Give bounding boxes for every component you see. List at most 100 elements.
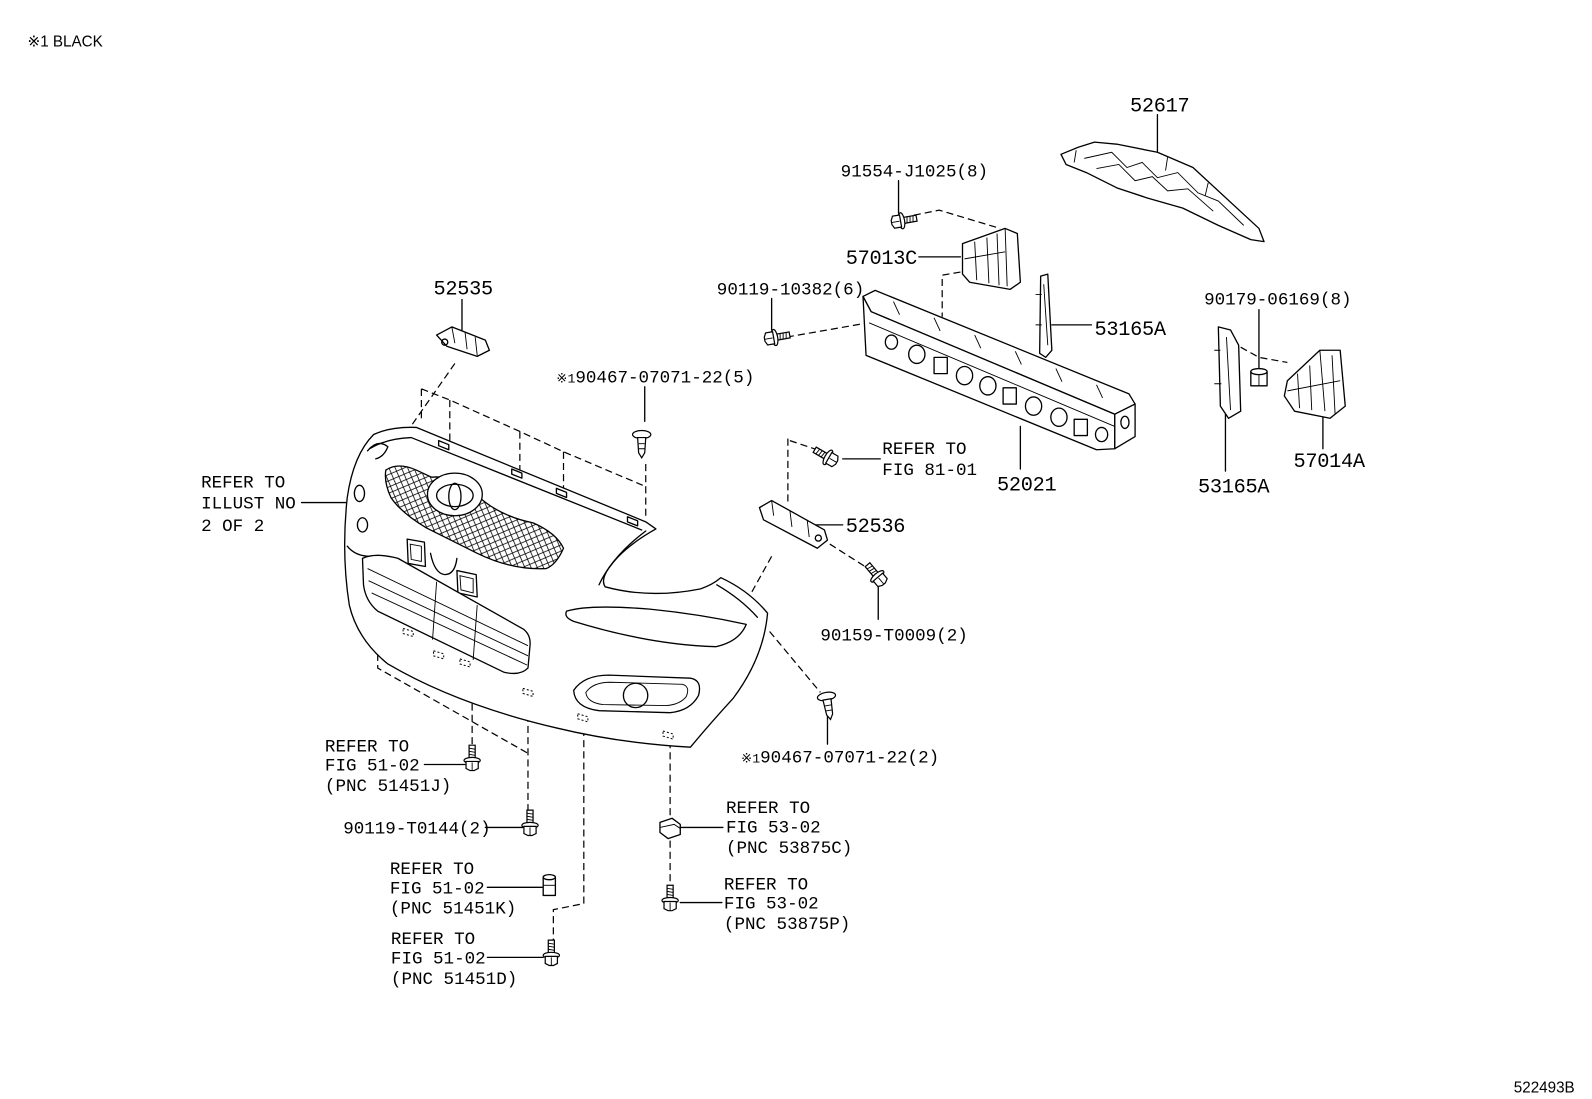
lower-grille-outline bbox=[361, 554, 531, 675]
black-mark: ※1 bbox=[741, 751, 760, 766]
nut-53875c-icon bbox=[659, 817, 681, 840]
callout-52535: 52535 bbox=[434, 278, 493, 301]
reference-pnc-51451d: REFER TO FIG 51-02 (PNC 51451D) bbox=[391, 930, 517, 990]
license-plate-mount bbox=[406, 538, 478, 598]
part-52536-retainer bbox=[758, 499, 829, 549]
reference-line: REFER TO bbox=[201, 473, 285, 493]
reinforcement-holes bbox=[884, 334, 1130, 443]
callout-53165a-lower: 53165A bbox=[1198, 476, 1270, 499]
lower-grille-slats bbox=[367, 568, 529, 666]
callout-91554-j1025: 91554-J1025(8) bbox=[841, 163, 988, 183]
reference-line: (PNC 53875C) bbox=[726, 839, 852, 859]
bolt-51451d-icon bbox=[542, 939, 561, 967]
bracket-body bbox=[961, 227, 1022, 291]
plate-recess bbox=[429, 552, 458, 576]
reference-pnc-51451j: REFER TO FIG 51-02 (PNC 51451J) bbox=[325, 737, 451, 797]
hole bbox=[955, 365, 974, 386]
reference-line: ILLUST NO bbox=[201, 495, 296, 515]
strip-tabs bbox=[1214, 337, 1231, 411]
hole bbox=[979, 375, 997, 396]
reference-line: REFER TO bbox=[724, 875, 808, 895]
retainer-ribs bbox=[1073, 150, 1245, 226]
part-57013c-bracket bbox=[961, 227, 1022, 291]
callout-52021: 52021 bbox=[997, 474, 1057, 497]
reference-line: FIG 51-02 bbox=[391, 949, 486, 969]
callout-90159-t0009: 90159-T0009(2) bbox=[820, 627, 967, 647]
reference-line: FIG 51-02 bbox=[390, 879, 485, 899]
nut-top bbox=[1250, 367, 1268, 376]
bolt-fig-81-01-icon bbox=[810, 442, 842, 471]
fog-lamp-inner bbox=[585, 681, 689, 707]
color-note: ※1 BLACK bbox=[27, 34, 102, 51]
bolt-90159-t0009-icon bbox=[860, 558, 891, 590]
part-number: 90467-07071-22(2) bbox=[760, 748, 939, 768]
part-53165a-upper-strip bbox=[1035, 273, 1053, 359]
bumper-notch-edge bbox=[598, 530, 647, 586]
fog-lamp-bezel bbox=[573, 674, 701, 714]
clip-51451k-icon bbox=[542, 873, 557, 897]
reference-line: REFER TO bbox=[391, 930, 475, 950]
reference-line: FIG 81-01 bbox=[882, 461, 977, 481]
leader-lines bbox=[300, 114, 1324, 959]
bolt-51451j-icon bbox=[463, 744, 481, 772]
callout-90467-lower: ※190467-07071-22(2) bbox=[741, 748, 939, 768]
hole bbox=[1050, 407, 1068, 428]
bracket-body bbox=[1283, 349, 1346, 419]
retainer-hole bbox=[441, 338, 449, 346]
hole bbox=[933, 356, 948, 375]
reference-line: (PNC 51451J) bbox=[325, 777, 451, 797]
callout-90119-10382: 90119-10382(6) bbox=[717, 280, 864, 300]
bumper-fender-edge bbox=[716, 584, 759, 618]
retainer-ribs bbox=[771, 500, 810, 538]
retainer-body bbox=[1060, 141, 1265, 243]
reference-line: (PNC 51451D) bbox=[391, 970, 517, 990]
hole bbox=[1024, 396, 1043, 416]
strip-body bbox=[1217, 326, 1242, 419]
reinforcement-end-face bbox=[1114, 403, 1136, 450]
fog-lamp-lens bbox=[622, 682, 649, 709]
bracket-ribs bbox=[964, 228, 1008, 287]
callout-52536: 52536 bbox=[846, 516, 905, 539]
plate-bracket-right-inner bbox=[459, 575, 474, 594]
reference-line: (PNC 51451K) bbox=[390, 900, 516, 920]
reference-line: FIG 53-02 bbox=[726, 818, 821, 838]
callout-90119-t0144: 90119-T0144(2) bbox=[343, 820, 490, 840]
plate-bracket-left bbox=[406, 538, 427, 568]
part-number: 90467-07071-22(5) bbox=[575, 369, 754, 389]
side-hole bbox=[353, 484, 366, 503]
toyota-emblem-icon bbox=[426, 472, 483, 517]
u-nut-fold bbox=[659, 823, 681, 829]
lower-grille bbox=[361, 554, 531, 675]
dashed-assembly-lines bbox=[377, 209, 1288, 941]
callout-57014a: 57014A bbox=[1293, 451, 1365, 474]
reference-pnc-51451k: REFER TO FIG 51-02 (PNC 51451K) bbox=[390, 860, 516, 920]
reference-line: REFER TO bbox=[325, 737, 409, 757]
callout-90467-upper: ※190467-07071-22(5) bbox=[556, 369, 754, 389]
part-52021-bumper-reinforcement bbox=[862, 289, 1136, 451]
reference-line: FIG 53-02 bbox=[724, 895, 819, 915]
reference-fig-81-01: REFER TO FIG 81-01 bbox=[882, 440, 977, 481]
clip-90467-upper-icon bbox=[631, 429, 652, 459]
reference-line: REFER TO bbox=[726, 799, 810, 819]
reference-pnc-53875c: REFER TO FIG 53-02 (PNC 53875C) bbox=[726, 799, 852, 859]
reference-illust-2-of-2: REFER TO ILLUST NO 2 OF 2 bbox=[201, 473, 296, 537]
part-52617-upper-retainer bbox=[1060, 141, 1265, 243]
bolt-91554-j1025-icon bbox=[889, 209, 919, 232]
callout-53165a-upper: 53165A bbox=[1094, 319, 1166, 342]
bolt-90119-t0144-icon bbox=[521, 809, 539, 837]
front-bumper-cover bbox=[344, 426, 769, 748]
reference-line: REFER TO bbox=[882, 440, 966, 460]
part-53165a-lower-strip bbox=[1214, 326, 1242, 419]
side-hole bbox=[356, 517, 369, 533]
bumper-headlamp-notch bbox=[366, 442, 389, 460]
reference-line: 2 OF 2 bbox=[201, 517, 264, 537]
reference-pnc-53875p: REFER TO FIG 53-02 (PNC 53875P) bbox=[724, 875, 850, 935]
bumper-top-tabs bbox=[437, 439, 639, 527]
nut-90179-06169-icon bbox=[1250, 367, 1268, 387]
emblem-outer bbox=[426, 472, 483, 517]
callout-52617: 52617 bbox=[1130, 96, 1189, 119]
bumper-upper-edge bbox=[368, 436, 643, 531]
retainer-body bbox=[435, 326, 491, 358]
bracket-ribs bbox=[1287, 350, 1341, 415]
hole bbox=[1120, 415, 1130, 430]
